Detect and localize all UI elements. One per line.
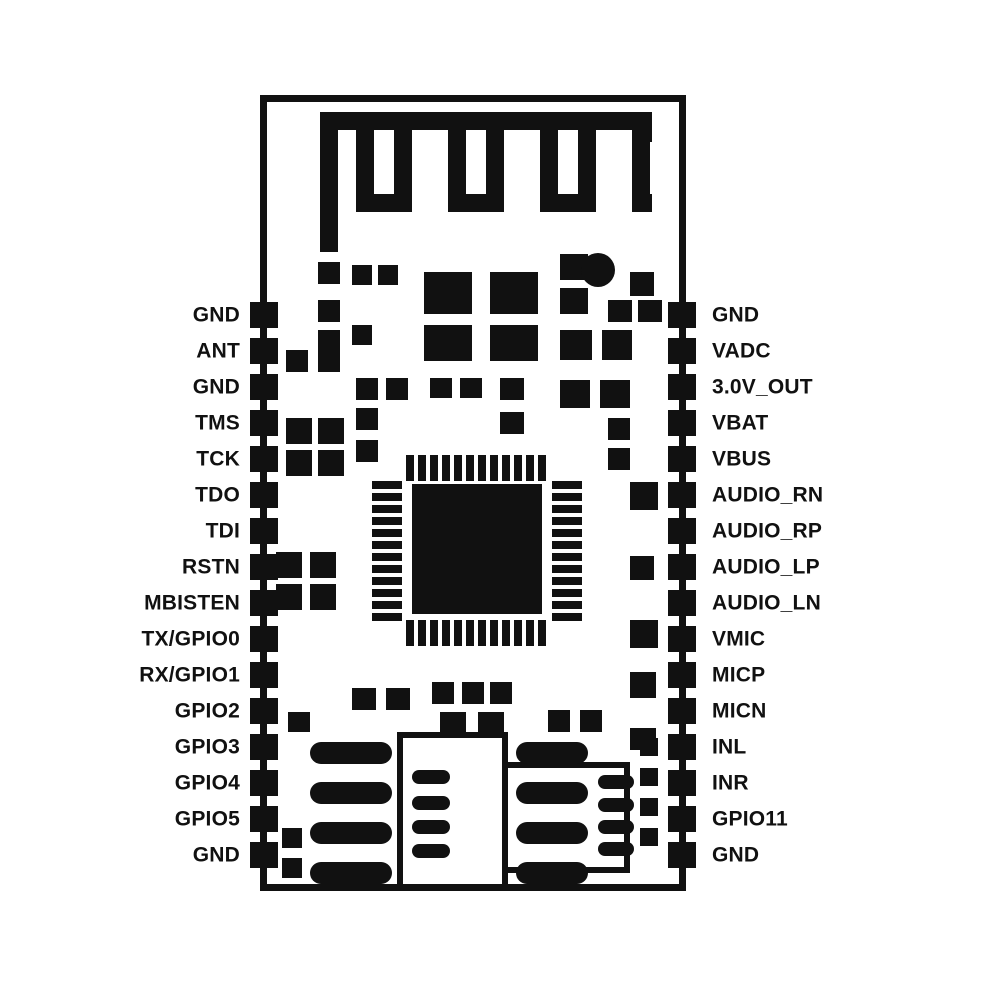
- pin-label-left-6: TDO: [195, 483, 240, 507]
- pin-label-right-14: INR: [712, 771, 749, 795]
- pin-label-right-2: VADC: [712, 339, 771, 363]
- pin-label-left-10: TX/GPIO0: [141, 627, 240, 651]
- right-pad-column: [668, 302, 696, 868]
- pin-label-right-8: AUDIO_LP: [712, 555, 820, 579]
- bottom-silkscreen-outlines: [397, 732, 630, 890]
- pin-label-right-5: VBUS: [712, 447, 772, 471]
- pin-label-right-12: MICN: [712, 699, 767, 723]
- pin-label-left-1: GND: [192, 303, 240, 327]
- bottom-elongated-pads: [282, 712, 658, 884]
- pin-label-right-7: AUDIO_RP: [712, 519, 823, 543]
- pin-label-right-10: VMIC: [712, 627, 766, 651]
- pin-label-right-9: AUDIO_LN: [712, 591, 821, 615]
- left-pad-column: [250, 302, 278, 868]
- pin-label-left-16: GND: [192, 843, 240, 867]
- pin-label-left-8: RSTN: [182, 555, 240, 579]
- upper-smd-pads: [276, 253, 662, 750]
- pcb-meander-antenna: [320, 112, 652, 252]
- pin-label-right-13: INL: [712, 735, 747, 759]
- pin-label-right-6: AUDIO_RN: [712, 483, 824, 507]
- pin-label-right-3: 3.0V_OUT: [712, 375, 813, 399]
- pin-label-left-3: GND: [192, 375, 240, 399]
- pin-label-right-16: GND: [712, 843, 760, 867]
- pin-label-left-5: TCK: [196, 447, 240, 471]
- pin-label-right-11: MICP: [712, 663, 766, 687]
- pin-label-left-9: MBISTEN: [144, 591, 240, 615]
- pin-label-left-13: GPIO3: [174, 735, 240, 759]
- pin-label-right-4: VBAT: [712, 411, 769, 435]
- pin-label-left-4: TMS: [195, 411, 240, 435]
- qfn-chip: [372, 455, 582, 646]
- pin-label-left-15: GPIO5: [174, 807, 240, 831]
- pin-label-left-11: RX/GPIO1: [139, 663, 240, 687]
- pin-label-left-14: GPIO4: [174, 771, 240, 795]
- pin-label-left-2: ANT: [196, 339, 240, 363]
- pin-label-right-1: GND: [712, 303, 760, 327]
- pin-label-right-15: GPIO11: [712, 807, 788, 831]
- pin-label-left-7: TDI: [205, 519, 240, 543]
- pin-label-left-12: GPIO2: [174, 699, 240, 723]
